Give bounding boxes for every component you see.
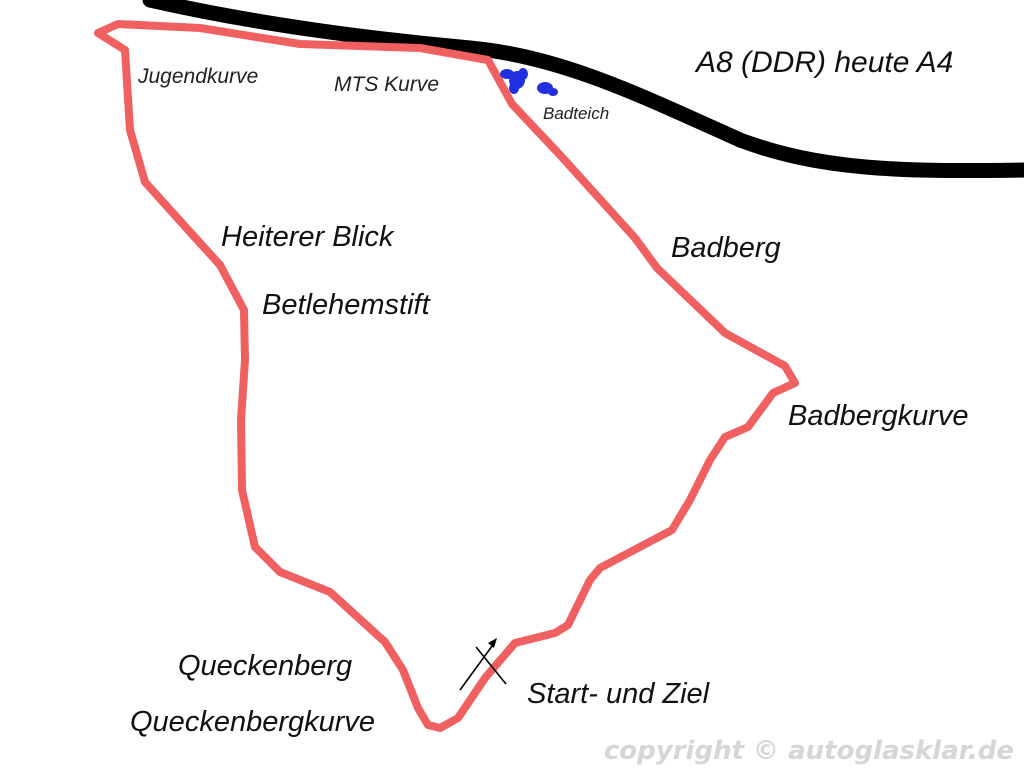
direction-arrow-icon [459,638,497,691]
highway-label: A8 (DDR) heute A4 [696,46,954,79]
label-badbergkurve: Badbergkurve [788,400,969,432]
race-track [94,20,799,732]
label-heiterer-blick: Heiterer Blick [221,221,394,253]
label-betlehemstift: Betlehemstift [262,289,430,321]
label-jugendkurve: Jugendkurve [138,65,259,88]
highway-line [142,0,1024,179]
label-queckenberg: Queckenberg [178,650,353,682]
label-mts-kurve: MTS Kurve [334,73,440,96]
start-finish-cross-icon [475,646,507,685]
label-badberg: Badberg [671,232,781,264]
label-queckenbergkurve: Queckenbergkurve [130,706,376,738]
label-start-ziel: Start- und Ziel [527,678,710,710]
copyright-watermark: copyright © autoglasklar.de [603,736,1014,766]
badteich-pond [500,68,558,96]
label-badteich: Badteich [543,104,610,123]
